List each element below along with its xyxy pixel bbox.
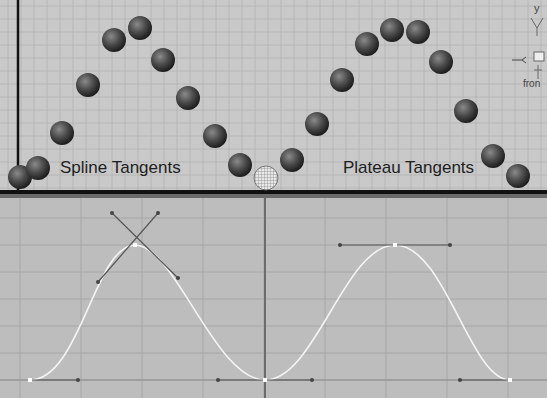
view-cube-icons [512,18,544,79]
view-cube-axis: y [534,2,540,14]
perspective-view [0,0,547,190]
graph-grid [0,198,547,398]
view-cube-face: fron [523,78,540,89]
zero-line [0,380,547,381]
time-divider [264,198,266,398]
y-axis [17,0,20,192]
tangent-type-label: Spline Tangents [60,158,181,178]
selected-ball [254,166,278,190]
panel-divider [0,194,547,198]
graph-editor [0,197,547,398]
bouncing-balls [8,16,530,189]
animation-curves [30,245,510,380]
keyframes [28,243,512,382]
tangent-handles [30,213,510,380]
viewport-grid [0,0,547,190]
handle-points [76,211,462,382]
ground-line [0,190,547,194]
tangent-type-label: Plateau Tangents [343,158,474,178]
